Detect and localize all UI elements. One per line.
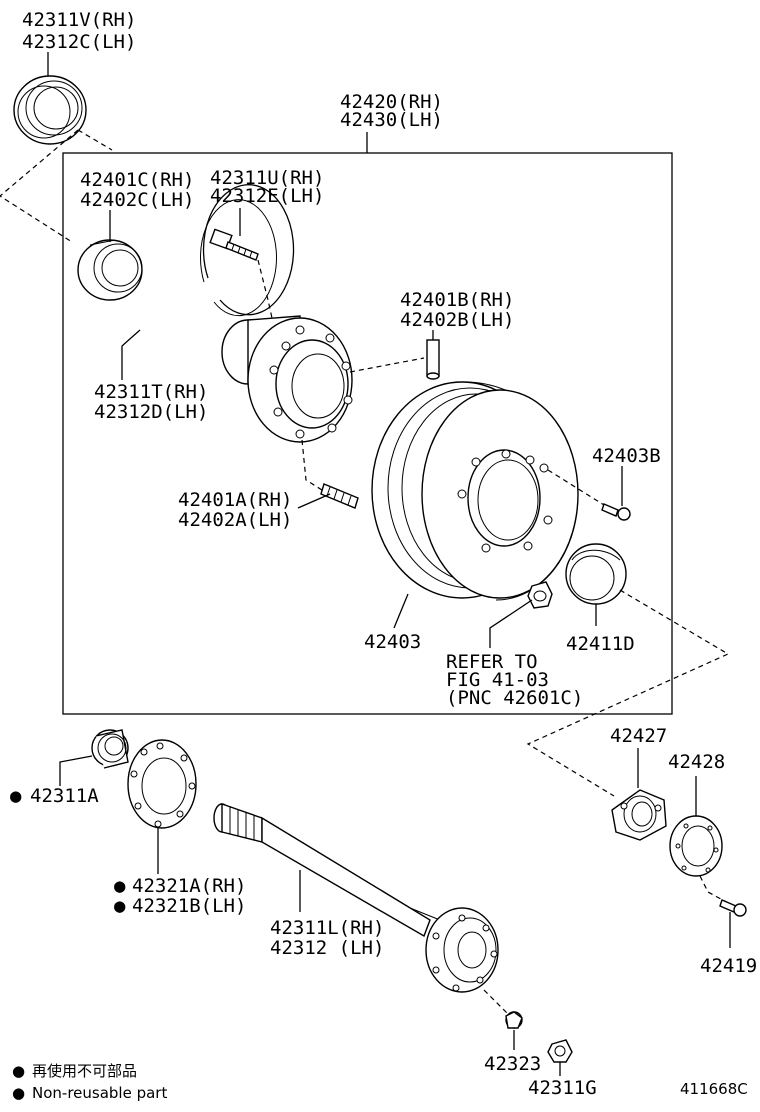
assembly-box [62, 152, 673, 715]
label-42311A-bullet: ● [10, 785, 22, 807]
stud-bolt-42401A[interactable] [320, 483, 359, 509]
refer-line-2: FIG 41-03 [446, 669, 549, 691]
hub-dash-stud [301, 439, 323, 491]
legend-text-en: Non-reusable part [32, 1084, 167, 1102]
label-42312E: 42312E(LH) [210, 185, 324, 207]
rotor-dash [699, 875, 731, 905]
hub-nut[interactable] [527, 581, 553, 609]
label-42419: 42419 [700, 955, 757, 977]
gasket-42321A[interactable] [127, 739, 197, 829]
label-42321A-bullet: ● [114, 875, 126, 897]
label-42311G: 42311G [528, 1077, 597, 1099]
label-42402C: 42402C(LH) [80, 189, 194, 211]
legend-bullet-en: ● [12, 1084, 25, 1102]
bearing2-leader [59, 755, 93, 786]
seal2-dash [526, 589, 730, 797]
label-42311U: 42311U(RH) [210, 167, 324, 189]
label-42323: 42323 [484, 1053, 541, 1075]
label-42402B: 42402B(LH) [400, 309, 514, 331]
spacer-42323[interactable] [505, 1011, 523, 1029]
label-42401C: 42401C(RH) [80, 169, 194, 191]
label-42321A: 42321A(RH) [132, 875, 246, 897]
label-42430: 42430(LH) [340, 109, 443, 131]
label-42402A: 42402A(LH) [178, 509, 292, 531]
label-42427: 42427 [610, 725, 667, 747]
stud-leader [297, 493, 331, 509]
drum-dash-screw [547, 469, 613, 511]
oil-seal-42311V[interactable] [13, 75, 87, 145]
bearing-42311A[interactable] [91, 729, 129, 769]
label-42321B: 42321B(LH) [132, 895, 246, 917]
oil-seal-42411D[interactable] [565, 543, 627, 605]
legend-text-jp: 再使用不可部品 [32, 1062, 137, 1080]
seal-dash [0, 129, 113, 243]
bolt-42419[interactable] [719, 899, 747, 917]
label-42401B: 42401B(RH) [400, 289, 514, 311]
label-42311T: 42311T(RH) [94, 381, 208, 403]
shaft-dash [483, 989, 509, 1015]
label-42420: 42420(RH) [340, 91, 443, 113]
legend-bullet-jp: ● [12, 1062, 25, 1080]
pin-42401B[interactable] [426, 339, 440, 380]
label-42321B-bullet: ● [114, 895, 126, 917]
label-42428: 42428 [668, 751, 725, 773]
bearing-42401C[interactable] [77, 239, 143, 301]
label-42312: 42312 (LH) [270, 937, 384, 959]
label-42311A: 42311A [30, 785, 99, 807]
axle-hub-42420[interactable] [221, 315, 353, 443]
brake-drum-42403[interactable] [371, 381, 579, 601]
label-42312C: 42312C(LH) [22, 31, 136, 53]
snap-ring-42311T[interactable] [199, 184, 295, 317]
label-42311L: 42311L(RH) [270, 917, 384, 939]
refer-line-3: (PNC 42601C) [446, 687, 583, 709]
figure-id: 411668C [680, 1080, 748, 1098]
bolt-dash [257, 259, 273, 319]
drum-leader [393, 593, 409, 629]
nut-leader [489, 599, 533, 648]
bearing-42427[interactable] [611, 789, 667, 841]
snap-ring-leader [121, 329, 141, 380]
bolt-42311U[interactable] [209, 228, 259, 261]
nut-42311G[interactable] [547, 1039, 573, 1063]
label-42403: 42403 [364, 631, 421, 653]
screw-42403B[interactable] [601, 503, 631, 521]
refer-line-1: REFER TO [446, 651, 538, 673]
axle-shaft-42311L[interactable] [213, 803, 499, 993]
label-42403B: 42403B [592, 445, 661, 467]
label-42401A: 42401A(RH) [178, 489, 292, 511]
label-42312D: 42312D(LH) [94, 401, 208, 423]
hub-dash-pin [349, 357, 425, 373]
label-42411D: 42411D [566, 633, 635, 655]
label-42311V: 42311V(RH) [22, 9, 136, 31]
rotor-42428[interactable] [669, 815, 723, 877]
